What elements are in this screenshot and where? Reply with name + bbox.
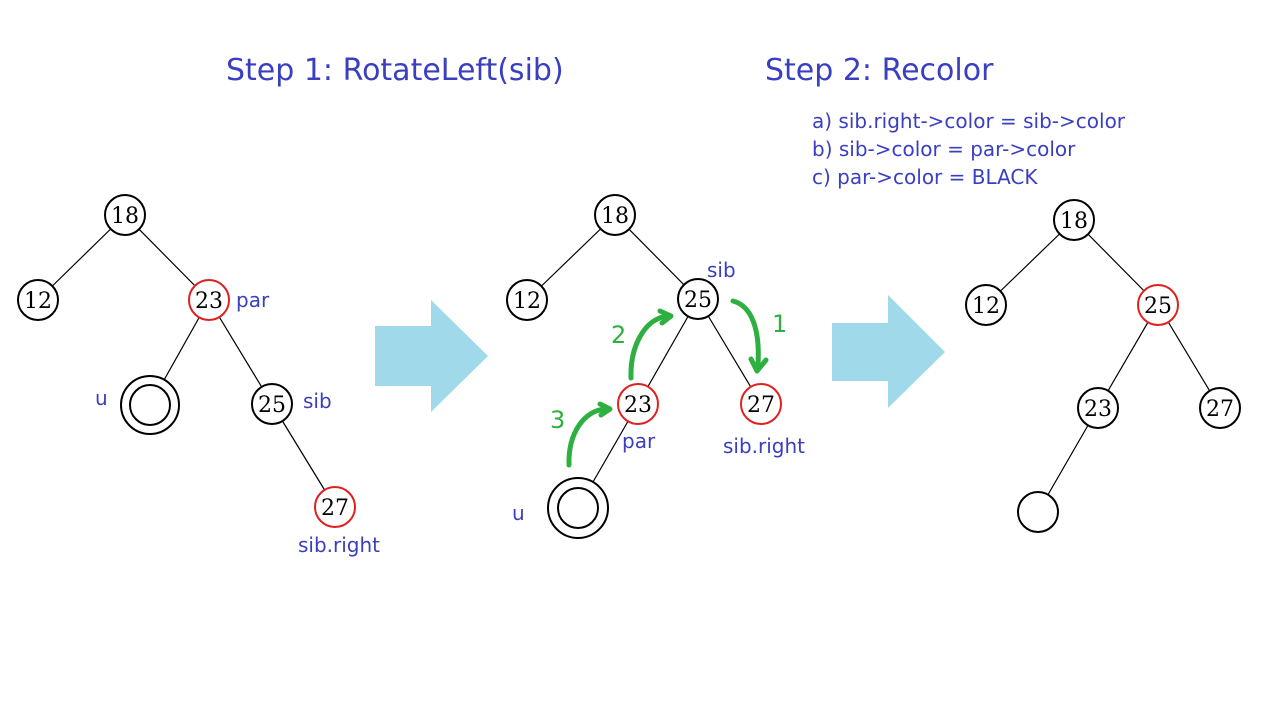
node-value: 18 (111, 204, 139, 229)
label-u: u (512, 501, 525, 525)
node-value: 27 (747, 393, 775, 418)
recolor-step-c: c) par->color = BLACK (812, 165, 1038, 189)
node-value: 23 (195, 289, 223, 314)
node-value: 12 (24, 289, 52, 314)
tree-node: 12 (506, 279, 548, 321)
label-sib-right: sib.right (298, 533, 380, 557)
tree-node: 18 (104, 194, 146, 236)
rotation-step-1: 1 (730, 298, 787, 374)
tree-node: 23 (188, 279, 230, 321)
node-value: 25 (258, 393, 286, 418)
node-value: 27 (1206, 397, 1234, 422)
tree-node: 27 (1199, 387, 1241, 429)
tree-node: 25 (251, 383, 293, 425)
tree-node: 27 (314, 486, 356, 528)
tree-node: 25 (1137, 284, 1179, 326)
node-value: 23 (624, 393, 652, 418)
recolor-step-b: b) sib->color = par->color (812, 137, 1076, 161)
tree-node: 23 (617, 383, 659, 425)
tree-node: 23 (1077, 387, 1119, 429)
node-value: 18 (1060, 209, 1088, 234)
step-number: 2 (611, 321, 626, 349)
null-node-double (547, 477, 609, 539)
step-number: 3 (550, 406, 565, 434)
null-node-double (120, 375, 180, 435)
tree-node: 12 (965, 284, 1007, 326)
rotation-step-2: 2 (611, 308, 674, 381)
tree-node: 27 (740, 383, 782, 425)
node-value: 23 (1084, 397, 1112, 422)
step2-title: Step 2: Recolor (765, 53, 994, 88)
node-value: 25 (684, 288, 712, 313)
label-u: u (95, 386, 108, 410)
tree-after-recolor: 18 12 25 23 27 (965, 199, 1241, 533)
recolor-step-a: a) sib.right->color = sib->color (812, 109, 1126, 133)
transition-arrow-2 (832, 295, 945, 408)
tree-node: 25 (677, 278, 719, 320)
label-sib: sib (707, 258, 736, 282)
tree-node: 18 (594, 194, 636, 236)
tree-node: 18 (1053, 199, 1095, 241)
node-value: 12 (972, 294, 1000, 319)
label-par: par (622, 429, 656, 453)
node-value: 27 (321, 496, 349, 521)
transition-arrow-1 (375, 300, 488, 412)
label-sib-right: sib.right (723, 434, 805, 458)
node-value: 25 (1144, 294, 1172, 319)
label-sib: sib (303, 389, 332, 413)
tree-node: 12 (17, 279, 59, 321)
tree-after-rotate: 18 12 25 23 27 sib par sib.right u (506, 194, 805, 539)
tree-before: 18 12 23 25 27 par sib u sib.right (17, 194, 380, 557)
node-value: 12 (513, 289, 541, 314)
null-node (1017, 491, 1059, 533)
label-par: par (236, 288, 270, 312)
rotation-step-3: 3 (550, 401, 613, 468)
node-value: 18 (601, 204, 629, 229)
step-number: 1 (772, 310, 787, 338)
step1-title: Step 1: RotateLeft(sib) (226, 53, 564, 88)
